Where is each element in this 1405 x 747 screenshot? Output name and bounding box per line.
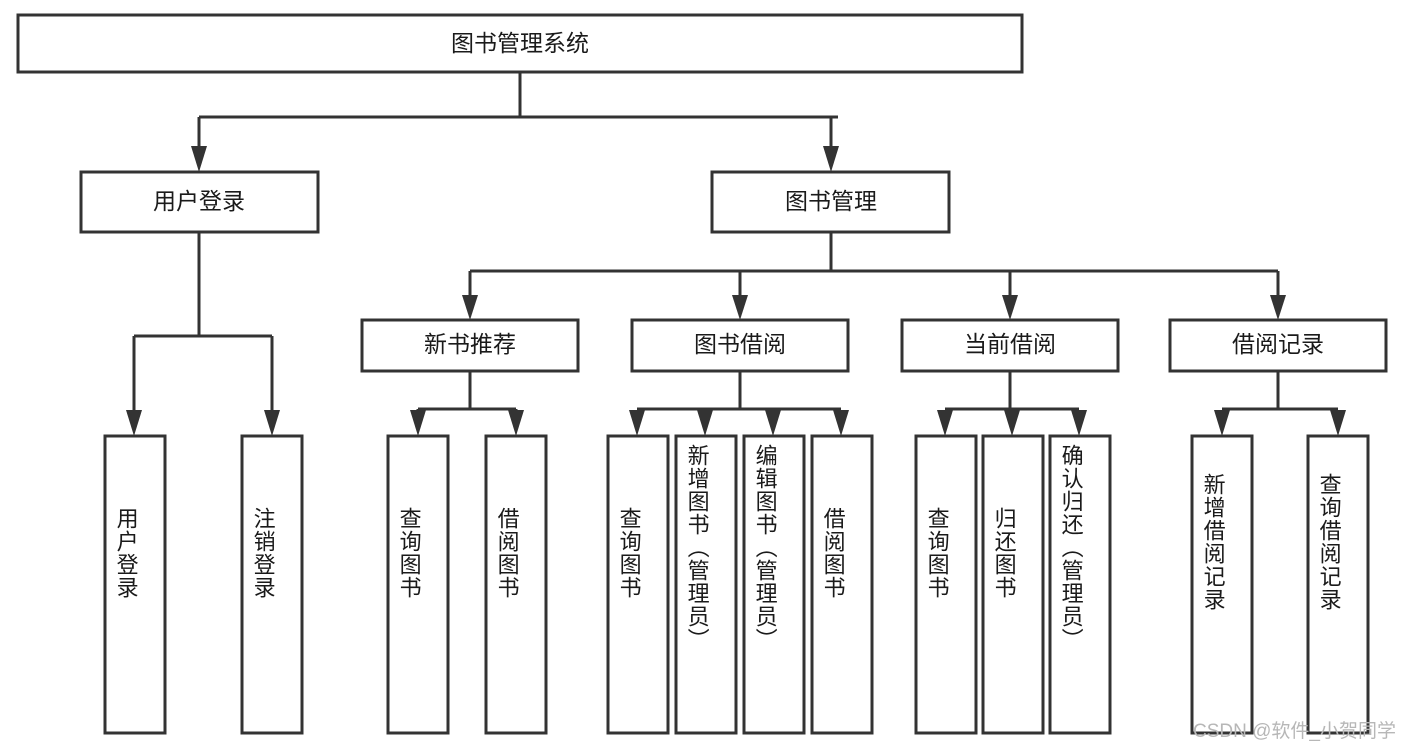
node-borrow-record[interactable]: 借阅记录 xyxy=(1168,318,1388,373)
node-leaf-add-book-box[interactable] xyxy=(674,434,738,735)
node-user-login[interactable]: 用户登录 xyxy=(79,170,320,234)
node-current-borrow[interactable]: 当前借阅 xyxy=(900,318,1120,373)
node-book-management-box[interactable] xyxy=(710,170,951,234)
node-leaf-query-book-1-box[interactable] xyxy=(386,434,450,735)
arrow-head-leaf-confirm-return xyxy=(1071,410,1087,436)
arrow-head-leaf-user-login xyxy=(126,410,142,436)
arrow-head-leaf-query-book-1 xyxy=(410,410,426,436)
node-root[interactable]: 图书管理系统 xyxy=(16,13,1024,74)
arrow-head-leaf-logout xyxy=(264,410,280,436)
connector-root-to-level2 xyxy=(191,72,839,172)
node-book-borrow-box[interactable] xyxy=(630,318,850,373)
arrow-head-book-management xyxy=(823,146,839,172)
node-book-borrow-label: 图书借阅 xyxy=(694,331,786,357)
arrow-head-leaf-edit-book xyxy=(765,410,781,436)
watermark-text: CSDN @软件_小贺同学 xyxy=(1193,721,1396,742)
arrow-head-leaf-query-book-3 xyxy=(937,410,953,436)
node-leaf-add-record-box[interactable] xyxy=(1190,434,1254,735)
node-book-management-label: 图书管理 xyxy=(785,188,877,214)
arrow-head-book-borrow xyxy=(732,295,748,320)
connector-borrow-record-to-leaves xyxy=(1214,371,1346,436)
node-current-borrow-label: 当前借阅 xyxy=(964,331,1056,357)
arrow-head-leaf-add-record xyxy=(1214,410,1230,436)
connector-book-management-to-level3 xyxy=(462,232,1286,320)
node-new-book-recommend[interactable]: 新书推荐 xyxy=(360,318,580,373)
node-borrow-record-label: 借阅记录 xyxy=(1232,331,1324,357)
arrow-head-leaf-borrow-book-1 xyxy=(508,410,524,436)
arrow-head-new-book-recommend xyxy=(462,295,478,320)
node-book-management[interactable]: 图书管理 xyxy=(710,170,951,234)
connector-book-borrow-to-leaves xyxy=(629,371,849,436)
node-leaf-edit-book-box[interactable] xyxy=(742,434,806,735)
connector-new-book-recommend-to-leaves xyxy=(410,371,524,436)
arrow-head-leaf-add-book xyxy=(697,410,713,436)
arrow-head-leaf-borrow-book-2 xyxy=(833,410,849,436)
arrow-head-leaf-query-book-2 xyxy=(629,410,645,436)
node-leaf-borrow-book-2-box[interactable] xyxy=(810,434,874,735)
node-leaf-borrow-book-1-box[interactable] xyxy=(484,434,548,735)
node-new-book-recommend-label: 新书推荐 xyxy=(424,331,516,357)
node-leaf-query-book-3-box[interactable] xyxy=(914,434,978,735)
arrow-head-current-borrow xyxy=(1002,295,1018,320)
arrow-head-leaf-return-book xyxy=(1004,410,1020,436)
node-leaf-confirm-return-box[interactable] xyxy=(1048,434,1112,735)
node-user-login-box[interactable] xyxy=(79,170,320,234)
node-leaf-query-record-box[interactable] xyxy=(1306,434,1370,735)
connector-user-login-to-leaves xyxy=(126,232,280,436)
connector-current-borrow-to-leaves xyxy=(937,371,1087,436)
arrow-head-user-login xyxy=(191,146,207,172)
node-new-book-recommend-box[interactable] xyxy=(360,318,580,373)
node-leaf-return-book-box[interactable] xyxy=(981,434,1045,735)
arrow-head-leaf-query-record xyxy=(1330,410,1346,436)
node-leaf-user-login-box[interactable] xyxy=(103,434,167,735)
node-root-label: 图书管理系统 xyxy=(451,30,589,56)
arrow-head-borrow-record xyxy=(1270,295,1286,320)
node-current-borrow-box[interactable] xyxy=(900,318,1120,373)
node-root-box[interactable] xyxy=(16,13,1024,74)
node-book-borrow[interactable]: 图书借阅 xyxy=(630,318,850,373)
node-leaf-logout-box[interactable] xyxy=(240,434,304,735)
node-borrow-record-box[interactable] xyxy=(1168,318,1388,373)
node-leaf-query-book-2-box[interactable] xyxy=(606,434,670,735)
node-user-login-label: 用户登录 xyxy=(153,188,245,214)
